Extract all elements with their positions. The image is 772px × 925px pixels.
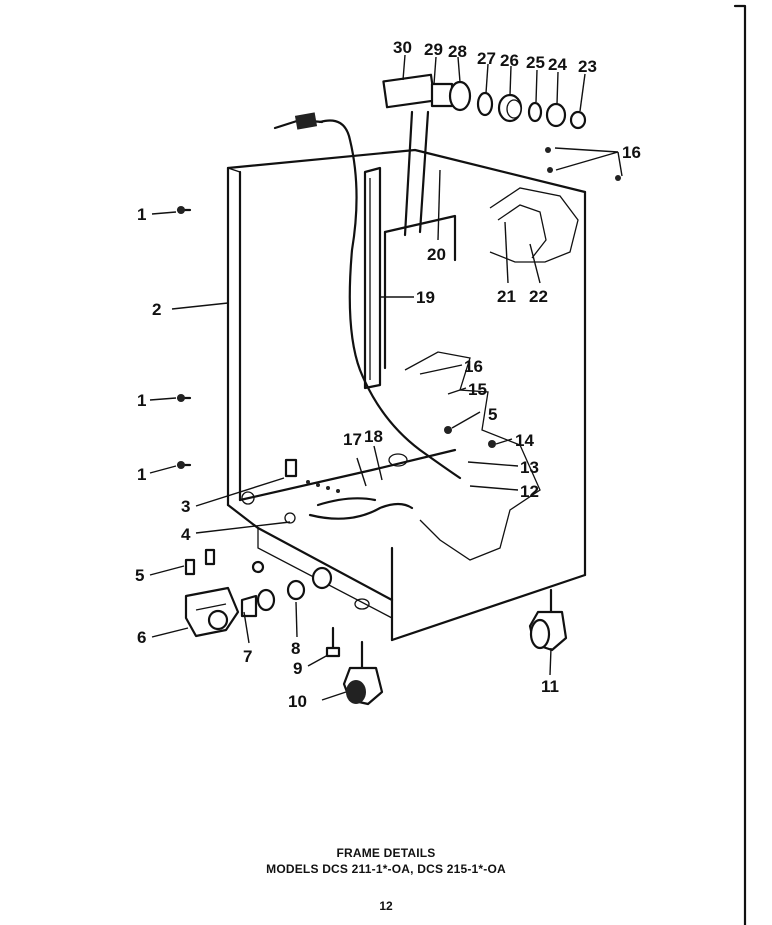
callout-17: 17 <box>343 430 362 449</box>
gearbox-assembly <box>382 73 587 130</box>
callout-8: 8 <box>291 639 300 658</box>
callout-21: 21 <box>497 287 516 306</box>
callout-24: 24 <box>548 55 567 74</box>
callout-28: 28 <box>448 42 467 61</box>
callout-2: 2 <box>152 300 161 319</box>
water-valve <box>184 566 333 638</box>
callout-26: 26 <box>500 51 519 70</box>
callout-1: 1 <box>137 205 146 224</box>
callout-15: 15 <box>468 380 487 399</box>
callout-29: 29 <box>424 40 443 59</box>
callout-25: 25 <box>526 53 545 72</box>
callout-14: 14 <box>515 431 534 450</box>
callout-19: 19 <box>416 288 435 307</box>
callout-23: 23 <box>578 57 597 76</box>
callout-5: 5 <box>488 405 497 424</box>
callout-3: 3 <box>181 497 190 516</box>
callout-20: 20 <box>427 245 446 264</box>
callout-10: 10 <box>288 692 307 711</box>
callout-11: 11 <box>541 677 559 696</box>
callout-12: 12 <box>520 482 539 501</box>
callout-1: 1 <box>137 465 146 484</box>
callout-5: 5 <box>135 566 144 585</box>
callout-18: 18 <box>364 427 383 446</box>
callout-9: 9 <box>293 659 302 678</box>
callout-27: 27 <box>477 49 496 68</box>
callout-16: 16 <box>464 357 483 376</box>
screws <box>176 147 621 658</box>
callout-22: 22 <box>529 287 548 306</box>
callout-1: 1 <box>137 391 146 410</box>
diagram-title: FRAME DETAILS <box>336 846 436 860</box>
callout-6: 6 <box>137 628 146 647</box>
page-number: 12 <box>379 899 393 913</box>
callout-labels: 1 2 1 1 3 4 5 6 7 8 9 10 11 12 13 14 5 1… <box>135 38 641 711</box>
callout-13: 13 <box>520 458 539 477</box>
leader-lines <box>149 54 623 701</box>
callout-30: 30 <box>393 38 412 57</box>
cabinet-frame <box>226 110 587 642</box>
callout-16: 16 <box>622 143 641 162</box>
callout-7: 7 <box>243 647 252 666</box>
diagram-models: MODELS DCS 211-1*-OA, DCS 215-1*-OA <box>266 862 506 876</box>
casters <box>342 588 568 706</box>
callout-4: 4 <box>181 525 191 544</box>
page-border <box>733 4 747 925</box>
